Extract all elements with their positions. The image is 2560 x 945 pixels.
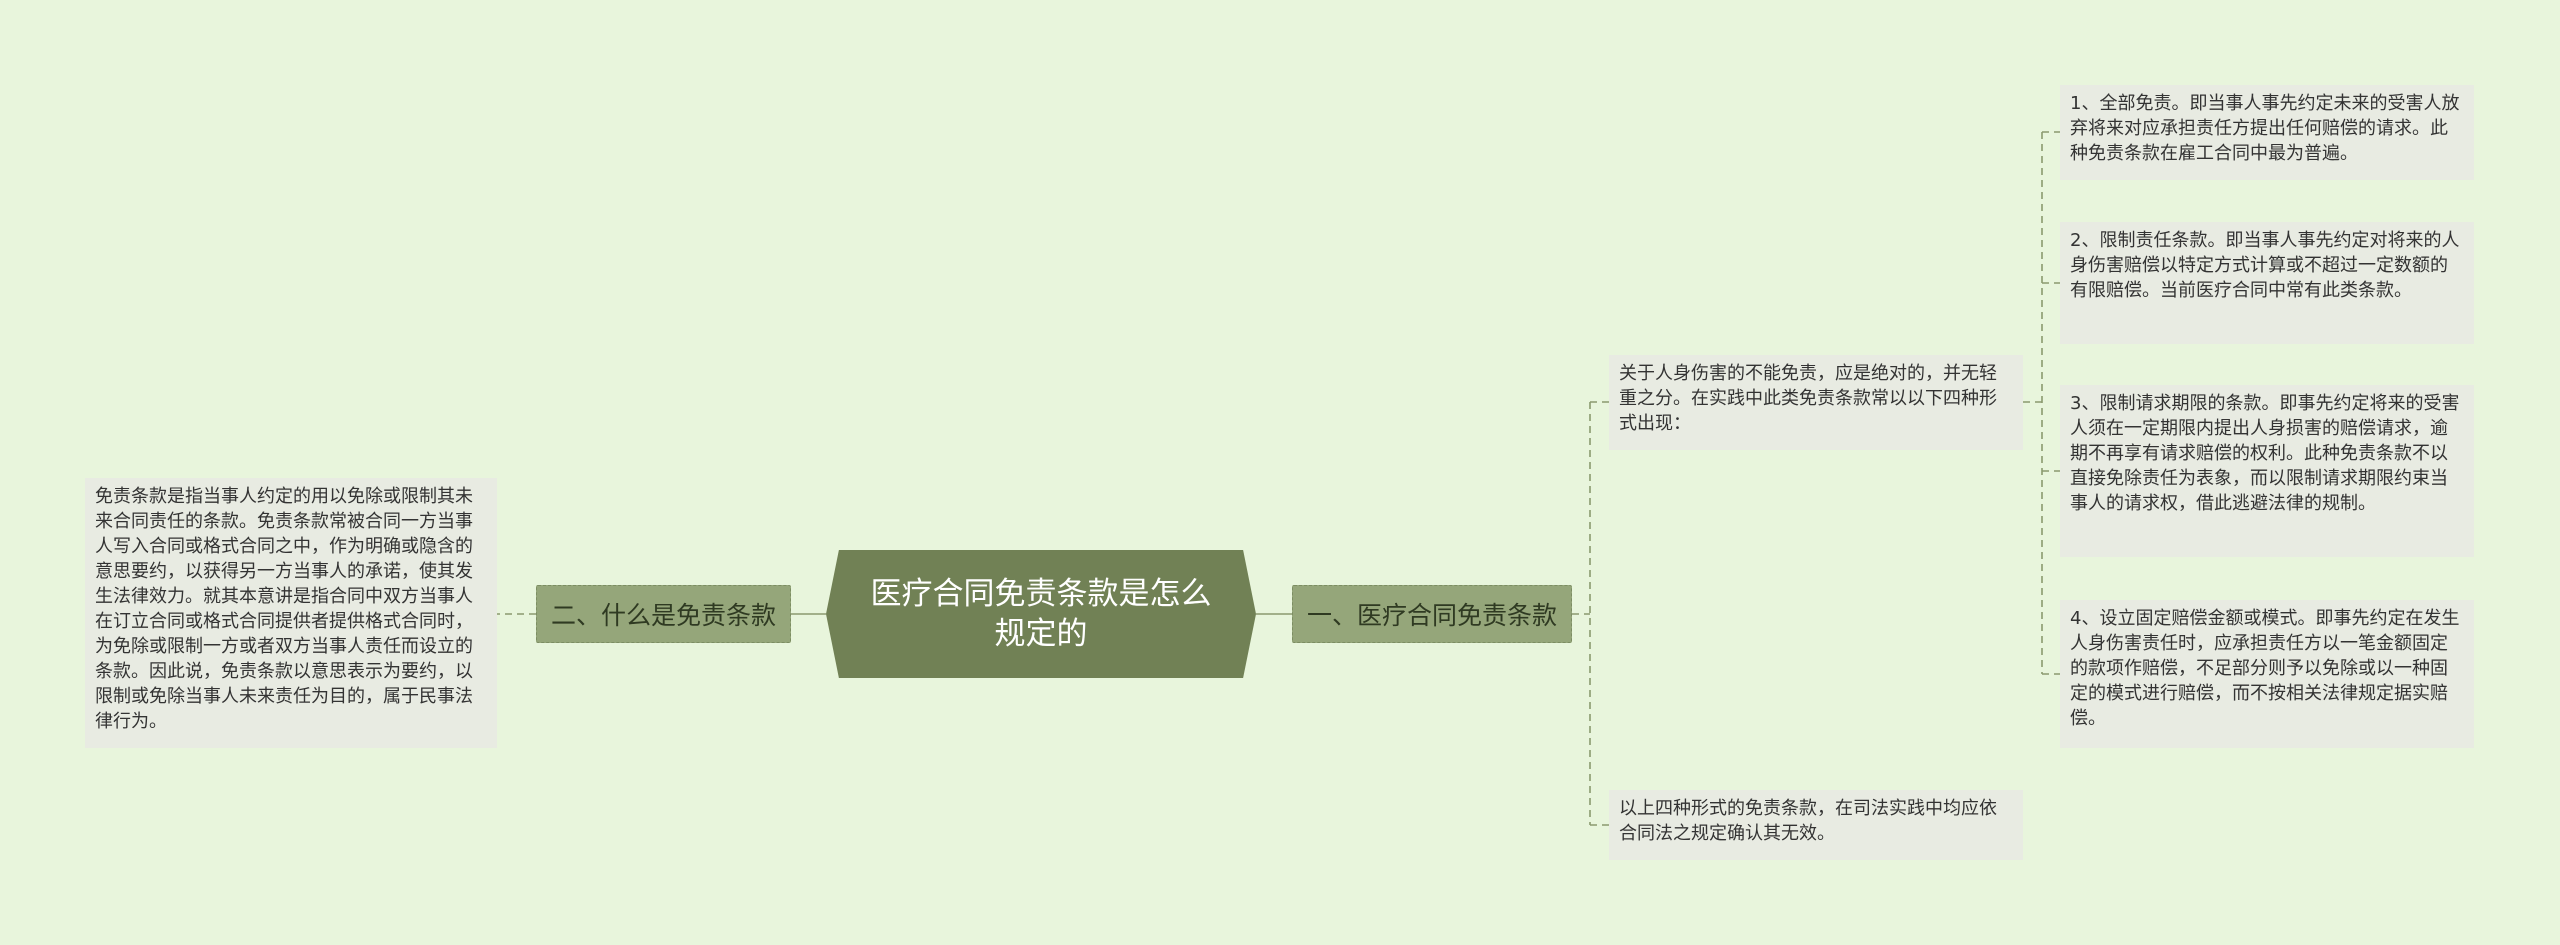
root-node[interactable]: 医疗合同免责条款是怎么规定的 (826, 550, 1256, 678)
leaf-definition[interactable]: 免责条款是指当事人约定的用以免除或限制其未来合同责任的条款。免责条款常被合同一方… (85, 478, 497, 748)
leaf-form-1[interactable]: 1、全部免责。即当事人事先约定未来的受害人放弃将来对应承担责任方提出任何赔偿的请… (2060, 85, 2474, 180)
branch-medical-exemption-clauses[interactable]: 一、医疗合同免责条款 (1292, 585, 1572, 643)
leaf-conclusion-text: 以上四种形式的免责条款，在司法实践中均应依合同法之规定确认其无效。 (1619, 798, 1997, 844)
branch-left-label: 二、什么是免责条款 (550, 601, 776, 630)
leaf-form-1-text: 1、全部免责。即当事人事先约定未来的受害人放弃将来对应承担责任方提出任何赔偿的请… (2070, 93, 2460, 164)
leaf-definition-text: 免责条款是指当事人约定的用以免除或限制其未来合同责任的条款。免责条款常被合同一方… (95, 486, 473, 732)
leaf-intro-text: 关于人身伤害的不能免责，应是绝对的，并无轻重之分。在实践中此类免责条款常以以下四… (1619, 363, 1997, 434)
leaf-form-3-text: 3、限制请求期限的条款。即事先约定将来的受害人须在一定期限内提出人身损害的赔偿请… (2070, 393, 2460, 514)
leaf-form-4-text: 4、设立固定赔偿金额或模式。即事先约定在发生人身伤害责任时，应承担责任方以一笔金… (2070, 608, 2460, 729)
leaf-form-3[interactable]: 3、限制请求期限的条款。即事先约定将来的受害人须在一定期限内提出人身损害的赔偿请… (2060, 385, 2474, 557)
branch-what-is-exemption-clause[interactable]: 二、什么是免责条款 (536, 585, 791, 643)
leaf-form-4[interactable]: 4、设立固定赔偿金额或模式。即事先约定在发生人身伤害责任时，应承担责任方以一笔金… (2060, 600, 2474, 748)
branch-right-label: 一、医疗合同免责条款 (1306, 601, 1557, 630)
leaf-conclusion[interactable]: 以上四种形式的免责条款，在司法实践中均应依合同法之规定确认其无效。 (1609, 790, 2023, 860)
leaf-intro[interactable]: 关于人身伤害的不能免责，应是绝对的，并无轻重之分。在实践中此类免责条款常以以下四… (1609, 355, 2023, 450)
leaf-form-2-text: 2、限制责任条款。即当事人事先约定对将来的人身伤害赔偿以特定方式计算或不超过一定… (2070, 230, 2460, 301)
root-node-label: 医疗合同免责条款是怎么规定的 (870, 576, 1212, 652)
leaf-form-2[interactable]: 2、限制责任条款。即当事人事先约定对将来的人身伤害赔偿以特定方式计算或不超过一定… (2060, 222, 2474, 344)
